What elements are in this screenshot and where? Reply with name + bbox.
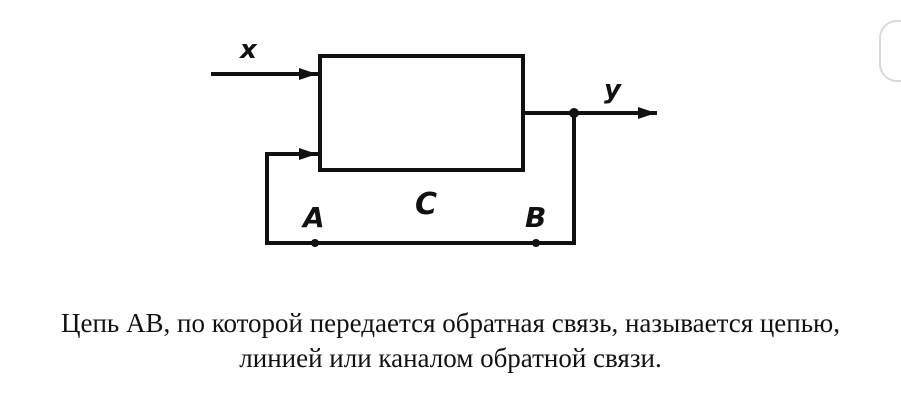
feedback-block-diagram: x y C A B	[211, 35, 657, 247]
output-label-y: y	[604, 75, 622, 105]
point-a-dot	[311, 239, 319, 247]
caption-line-2: линией или каналом обратной связи.	[239, 343, 662, 373]
point-a-label: A	[301, 201, 325, 234]
system-block	[318, 54, 525, 172]
input-label-x: x	[238, 35, 258, 65]
block-label-c: C	[415, 187, 437, 222]
point-b-label: B	[525, 201, 546, 234]
caption-line-1: Цепь AB, по которой передается обратная …	[61, 308, 840, 338]
point-b-dot	[532, 239, 540, 247]
junction-dot-output	[569, 108, 579, 118]
caption: Цепь AB, по которой передается обратная …	[0, 306, 901, 376]
